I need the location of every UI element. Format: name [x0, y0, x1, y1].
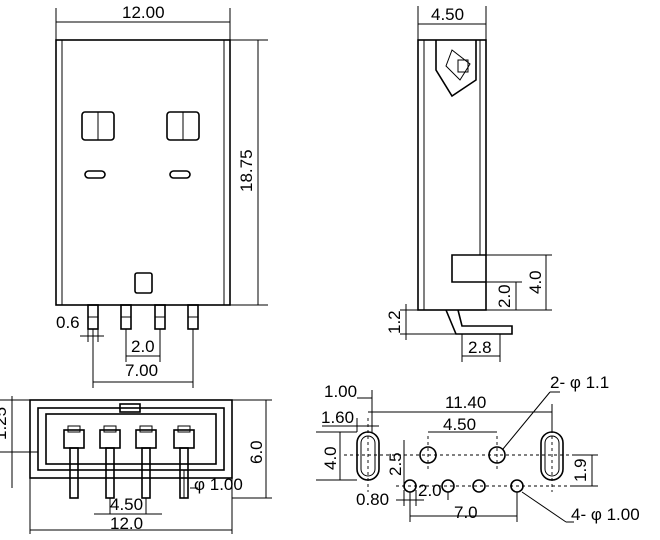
front-view: 12.00 18.75 0.6 2.0 7.00	[55, 3, 268, 388]
pcb-slot-span-label: 11.40	[445, 393, 486, 412]
side-view: 4.50 4.0 2.0 1.2 2.8	[385, 5, 552, 362]
bottom-notch	[119, 403, 141, 413]
pcb-pin-note: 4- φ 1.00	[571, 505, 640, 524]
bottom-pin-diameter-label: φ 1.00	[194, 475, 243, 494]
bottom-pins	[69, 447, 189, 499]
pcb-slot-width-label: 1.60	[321, 408, 354, 427]
pcb-row-gap-label: 2.5	[386, 452, 405, 476]
bottom-corner-label: 1.25	[0, 407, 10, 440]
pcb-pin-span-label: 7.0	[454, 503, 478, 522]
front-pin-width-label: 0.6	[56, 313, 80, 332]
pcb-pin-pitch-label: 2.0	[418, 481, 442, 500]
bottom-inner-span-label: 4.50	[110, 495, 143, 514]
side-tab	[451, 254, 486, 283]
front-body-outline	[55, 39, 231, 306]
front-slot-left	[84, 170, 106, 179]
front-width-label: 12.00	[122, 3, 165, 22]
bottom-height-label: 6.0	[247, 440, 266, 464]
front-height-label: 18.75	[237, 149, 256, 192]
bottom-tongue	[45, 413, 217, 465]
bottom-shell-outer	[29, 399, 233, 479]
side-foot	[445, 309, 513, 335]
bottom-width-label: 12.0	[110, 514, 143, 533]
front-latch-square	[134, 272, 153, 294]
bottom-contacts	[63, 425, 195, 449]
side-latch	[435, 40, 477, 98]
side-tab-offset-label: 2.0	[495, 284, 514, 308]
side-depth-label: 4.50	[431, 5, 464, 24]
pcb-hole-note: 2- φ 1.1	[550, 373, 609, 392]
side-foot-height-label: 1.2	[385, 310, 404, 334]
pcb-pin-row-offset-label: 1.9	[571, 458, 590, 482]
pcb-slot-height-label: 4.0	[321, 446, 340, 470]
side-body	[417, 39, 487, 311]
front-pin-pitch-label: 2.0	[131, 337, 155, 356]
side-tab-height-label: 4.0	[526, 270, 545, 294]
side-foot-length-label: 2.8	[468, 338, 492, 357]
bottom-view: 1.25 6.0 φ 1.00 4.50 12.0	[0, 396, 272, 534]
pcb-slot-offset-label: 1.00	[324, 382, 357, 401]
bottom-shell-inner	[37, 407, 225, 471]
front-slot-right	[169, 170, 191, 179]
pcb-layout: 1.00 11.40 1.60 4.50 4.0 2.5 1.9 2- φ 1.…	[316, 373, 640, 524]
pcb-pin-hole-3	[472, 479, 486, 493]
pcb-edge-label: 0.80	[356, 490, 389, 509]
pcb-hole-span-label: 4.50	[443, 415, 476, 434]
front-pin-span-label: 7.00	[125, 361, 158, 380]
